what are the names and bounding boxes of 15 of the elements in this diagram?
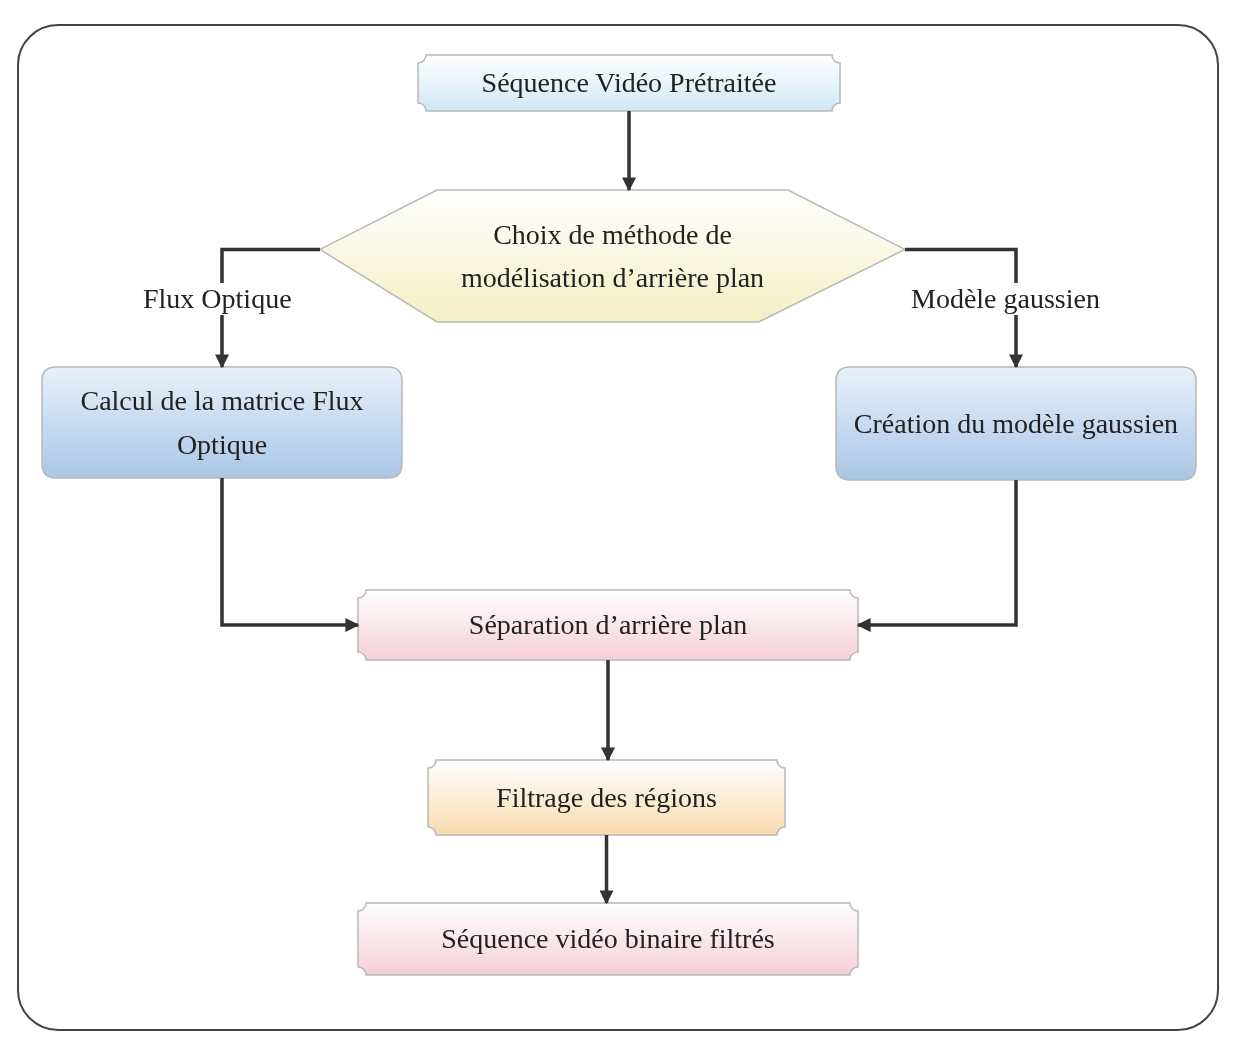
node-text: Séquence Vidéo Prétraitée: [480, 66, 778, 101]
process-box: [42, 367, 402, 478]
process-box: [428, 760, 785, 835]
process-box: [418, 55, 840, 111]
process-box: [358, 903, 858, 975]
process-box: [836, 367, 1196, 480]
edge-label: Modèle gaussien: [908, 283, 1103, 315]
node-text: Choix de méthode de modélisation d’arrière plan: [459, 217, 766, 295]
process-box: [358, 590, 858, 660]
node-text: Création du modèle gaussien: [852, 406, 1180, 441]
node-text: Calcul de la matrice Flux Optique: [79, 384, 365, 462]
node-text: Séquence vidéo binaire filtrés: [440, 922, 776, 957]
node-text: Filtrage des régions: [495, 780, 718, 815]
decision-hexagon: [320, 190, 905, 322]
node-text: Séparation d’arrière plan: [467, 608, 749, 643]
